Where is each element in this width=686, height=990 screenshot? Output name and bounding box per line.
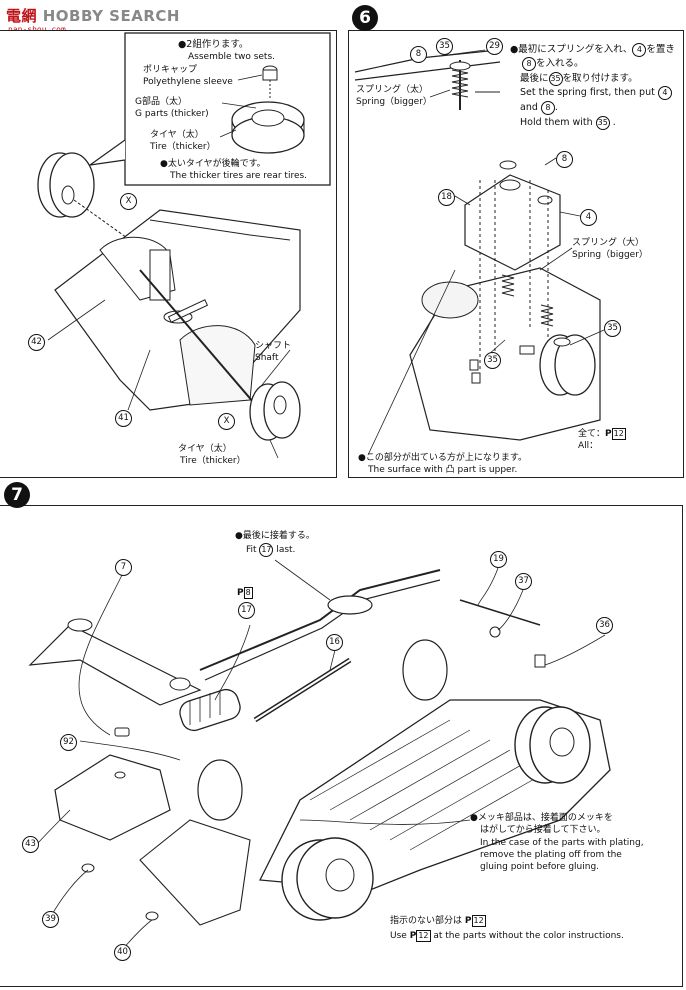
s7-part-7: 7 (115, 559, 132, 576)
step5-callout-note-en: Assemble two sets. (188, 52, 276, 62)
s6-part-18: 18 (438, 189, 455, 206)
s6-part-29: 29 (486, 38, 503, 55)
s7-plating-note-jp1: ●メッキ部品は、接着面のメッキを (470, 813, 613, 823)
s7-part-40: 40 (114, 944, 131, 961)
s7-fit-note-jp: ●最後に接着する。 (235, 531, 315, 541)
mark-x-top: X (120, 193, 137, 210)
s6-note-line4: Set the spring first, then put 4 (520, 86, 672, 100)
s7-part-17: 17 (238, 602, 255, 619)
s6-note-line6: Hold them with 35 . (520, 116, 616, 130)
poly-sleeve-label-en: Polyethylene sleeve (143, 77, 233, 87)
s7-part-16: 16 (326, 634, 343, 651)
site-logo-sub: nan-shou.com (8, 25, 66, 34)
part-41-marker: 41 (115, 410, 132, 427)
poly-sleeve-label-jp: ポリキャップ (143, 65, 198, 75)
mark-x-bottom: X (218, 413, 235, 430)
step5-callout-note-jp: ●2組作ります。 (178, 39, 249, 50)
tire-thick-bottom-en: Tire（thicker） (180, 456, 246, 466)
s6-part-35-bottom: 35 (484, 352, 501, 369)
s6-part-35-top: 35 (436, 38, 453, 55)
s7-part-36: 36 (596, 617, 613, 634)
s7-part-39: 39 (42, 911, 59, 928)
s7-plating-note-en1: In the case of the parts with plating, (480, 838, 644, 848)
s6-spring-label-en: Spring（bigger） (356, 97, 432, 107)
s7-part-92: 92 (60, 734, 77, 751)
s7-plating-note-en3: gluing point before gluing. (480, 862, 600, 872)
s6-spring-label-jp: スプリング（太） (356, 85, 429, 95)
s6-part-8-mid: 8 (556, 151, 573, 168)
tire-thick-bottom-jp: タイヤ（太） (178, 444, 232, 454)
s6-spring2-label-en: Spring（bigger） (572, 250, 648, 260)
part-42-marker: 42 (28, 334, 45, 351)
s7-plating-note-en2: remove the plating off from the (480, 850, 622, 860)
shaft-label-en: Shaft (255, 353, 279, 363)
s6-part-4-mid: 4 (580, 209, 597, 226)
s7-part-37: 37 (515, 573, 532, 590)
s7-part-19: 19 (490, 551, 507, 568)
s7-plating-note-jp2: はがしてから接着して下さい。 (480, 825, 606, 835)
s6-all-color-en: All： (578, 441, 599, 451)
s7-fit-note-en: Fit 17 last. (246, 543, 296, 557)
s6-surface-note-en: The surface with 凸 part is upper. (368, 465, 518, 475)
s6-part-35-right: 35 (604, 320, 621, 337)
g-parts-label-jp: G部品（太） (135, 97, 187, 107)
step6-number: 6 (352, 5, 378, 31)
step7-number: 7 (4, 482, 30, 508)
s6-spring2-label-jp: スプリング（大） (572, 238, 645, 248)
s6-part-8-top: 8 (410, 46, 427, 63)
s6-surface-note-jp: ●この部分が出ている方が上になります。 (358, 453, 527, 463)
s7-part-43: 43 (22, 836, 39, 853)
rear-tire-note-jp: ●太いタイヤが後輪です。 (160, 159, 266, 169)
s6-note-line5: and 8. (520, 101, 558, 115)
shaft-label-jp: シャフト (255, 341, 292, 351)
rear-tire-note-en: The thicker tires are rear tires. (170, 171, 308, 181)
site-logo: 電網 HOBBY SEARCH (6, 7, 180, 25)
g-parts-label-en: G parts (thicker) (135, 109, 209, 119)
tire-thick-label-jp: タイヤ（太） (150, 130, 204, 140)
tire-thick-label-en: Tire（thicker） (150, 142, 216, 152)
